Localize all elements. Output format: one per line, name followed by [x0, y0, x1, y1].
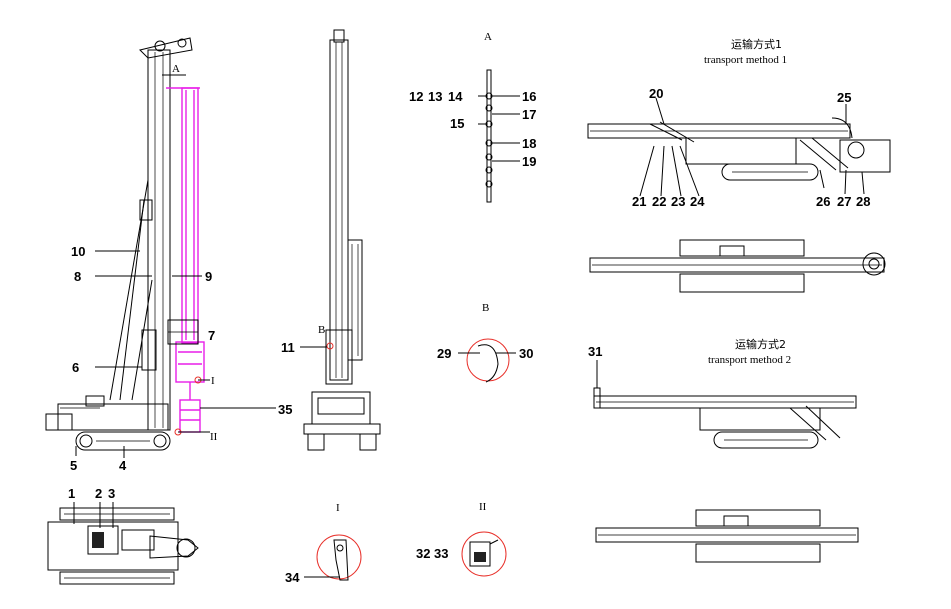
detail-ref-ii: II	[210, 431, 218, 443]
upper-carriage	[57, 403, 169, 431]
part-label-23: 23	[671, 194, 685, 209]
part-label-19: 19	[522, 154, 536, 169]
crawler	[75, 431, 171, 451]
part-label-5: 5	[70, 458, 77, 473]
part-label-25: 25	[837, 90, 851, 105]
part-label-35: 35	[278, 402, 292, 417]
part-label-31: 31	[588, 344, 602, 359]
transport2-top-view	[595, 509, 859, 563]
part-label-33: 33	[434, 546, 448, 561]
part-label-21: 21	[632, 194, 646, 209]
part-label-32: 32	[416, 546, 430, 561]
part-label-6: 6	[72, 360, 79, 375]
front-cab	[311, 391, 371, 425]
transport2-title-cn: 运输方式2	[735, 337, 786, 351]
part-label-14: 14	[448, 89, 463, 104]
mast	[147, 49, 171, 431]
part-label-26: 26	[816, 194, 830, 209]
part-label-20: 20	[649, 86, 663, 101]
part-label-10: 10	[71, 244, 85, 259]
detail-i-title: I	[336, 502, 340, 514]
part-label-9: 9	[205, 269, 212, 284]
detail-ref-a: A	[172, 63, 180, 75]
transport2-crawler	[713, 431, 819, 449]
part-label-30: 30	[519, 346, 533, 361]
mast-head	[139, 37, 193, 59]
front-mast	[329, 39, 349, 381]
transport1-side-view	[587, 97, 891, 197]
part-label-12: 12	[409, 89, 423, 104]
side-view	[45, 37, 276, 458]
transport2-side-view	[593, 360, 857, 449]
transport2-top-mast	[595, 527, 859, 543]
part-label-27: 27	[837, 194, 851, 209]
detail-ii-title: II	[479, 501, 487, 513]
part-label-34: 34	[285, 570, 300, 585]
detail-i-drawing	[304, 534, 362, 581]
detail-b-drawing	[458, 338, 516, 383]
transport2-title-en: transport method 2	[708, 354, 791, 366]
detail-a-drawing	[478, 69, 520, 203]
detail-b-title: B	[482, 302, 489, 314]
detail-a-title: A	[484, 31, 492, 43]
part-label-7: 7	[208, 328, 215, 343]
detail-ref-i: I	[211, 375, 215, 387]
transport1-body	[685, 137, 797, 165]
top-view	[47, 502, 199, 585]
transport1-top-view	[589, 239, 886, 293]
part-label-13: 13	[428, 89, 442, 104]
kelly-bar	[166, 87, 205, 433]
transport1-title-cn: 运输方式1	[731, 37, 782, 51]
part-label-28: 28	[856, 194, 870, 209]
part-label-22: 22	[652, 194, 666, 209]
detail-ii-drawing	[461, 531, 507, 577]
part-label-24: 24	[690, 194, 705, 209]
detail-ref-b: B	[318, 324, 325, 336]
part-label-8: 8	[74, 269, 81, 284]
transport1-crawler	[721, 163, 819, 181]
part-label-1: 1	[68, 486, 75, 501]
part-label-3: 3	[108, 486, 115, 501]
transport1-top-mast	[589, 257, 885, 273]
part-label-29: 29	[437, 346, 451, 361]
part-label-17: 17	[522, 107, 536, 122]
front-view	[300, 29, 381, 451]
part-label-11: 11	[281, 340, 295, 355]
part-label-18: 18	[522, 136, 536, 151]
part-label-16: 16	[522, 89, 536, 104]
part-label-15: 15	[450, 116, 464, 131]
part-label-2: 2	[95, 486, 102, 501]
transport1-title-en: transport method 1	[704, 54, 787, 66]
part-label-4: 4	[119, 458, 127, 473]
top-view-body	[47, 521, 179, 571]
